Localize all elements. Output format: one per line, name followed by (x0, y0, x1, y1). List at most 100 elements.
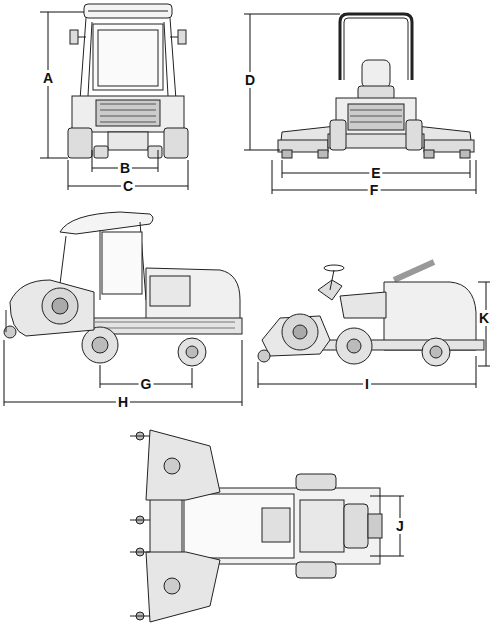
dimension-letter: I (363, 376, 371, 392)
front-view-deck-stroke (424, 150, 434, 158)
top-view-stroke (296, 562, 336, 578)
side-view-deck-stroke (394, 262, 434, 280)
front-view-deck-stroke (318, 150, 328, 158)
top-view-stroke (164, 458, 180, 474)
front-view-cab-stroke (80, 18, 176, 100)
dimension-lines-stroke (282, 160, 283, 178)
front-view-cab-stroke (88, 11, 168, 12)
front-view-cab-stroke (94, 146, 108, 158)
side-view-deck-stroke (282, 314, 318, 350)
top-view-stroke (344, 504, 368, 548)
top-view-stroke (130, 436, 150, 437)
front-view-deck-stroke (350, 110, 402, 122)
dimension-letter: F (368, 182, 381, 198)
top-view-stroke (146, 430, 220, 500)
side-view-deck-stroke (330, 270, 334, 290)
dimension-lines-stroke (40, 12, 84, 13)
side-view-cab-stroke (178, 338, 206, 366)
dimension-letter: K (477, 310, 491, 326)
dimension-lines-stroke (470, 160, 471, 178)
front-view-deck (278, 14, 474, 158)
front-view-cab-stroke (93, 24, 163, 90)
front-view-cab-stroke (100, 104, 156, 122)
dimension-letter: H (116, 394, 130, 410)
side-view-cab-stroke (102, 232, 142, 294)
dimension-letter: D (243, 72, 257, 88)
front-view-deck-stroke (460, 150, 470, 158)
front-view-deck-stroke (330, 120, 346, 150)
top-view-stroke (300, 500, 344, 552)
dimension-letter: C (121, 178, 135, 194)
front-view-cab-stroke (84, 4, 172, 18)
front-view-deck-stroke (282, 150, 292, 158)
dimension-lines-stroke (4, 340, 5, 406)
dimension-letter: G (139, 376, 154, 392)
side-view-cab-stroke (52, 298, 68, 314)
front-view-deck-stroke (336, 98, 416, 138)
side-view-deck-stroke (293, 325, 307, 339)
dimension-lines-stroke (478, 282, 490, 283)
side-view-cab-stroke (150, 276, 190, 306)
front-view-cab-stroke (72, 96, 184, 132)
dimension-lines-stroke (242, 340, 243, 406)
front-view-cab-stroke (178, 30, 186, 44)
dimension-lines-stroke (244, 150, 280, 151)
front-view-cab-stroke (170, 37, 178, 38)
front-view-cab-stroke (148, 146, 162, 158)
top-view-stroke (150, 494, 182, 558)
dimension-letter: E (369, 165, 382, 181)
side-view-deck-stroke (422, 338, 450, 366)
dimension-lines-stroke (476, 160, 477, 194)
side-view-cab-stroke (60, 212, 153, 234)
dimension-lines-stroke (370, 496, 404, 497)
side-view-cab-stroke (82, 327, 118, 363)
side-view-deck-stroke (340, 292, 386, 318)
side-view-cab-stroke (92, 337, 108, 353)
front-view-cab-stroke (98, 30, 158, 86)
front-view-cab-stroke (68, 128, 92, 158)
dimension-letter: B (118, 160, 132, 176)
dimension-lines-stroke (92, 150, 93, 172)
top-view-stroke (368, 514, 382, 538)
side-view-deck-stroke (336, 328, 372, 364)
front-view-cab-stroke (78, 37, 86, 38)
front-view-deck-stroke (406, 120, 422, 150)
side-view-cab-stroke (42, 288, 78, 324)
dimension-lines-stroke (40, 158, 68, 159)
dimension-lines-stroke (244, 14, 340, 15)
side-view-deck-stroke (347, 339, 361, 353)
top-view-stroke (130, 520, 150, 521)
dimension-lines-stroke (370, 556, 404, 557)
front-view-cab-stroke (96, 100, 160, 126)
side-view-cab-stroke (90, 318, 242, 334)
dimension-lines-stroke (158, 150, 159, 172)
side-view-deck-stroke (430, 346, 442, 358)
dimension-lines (4, 12, 490, 556)
side-view-cab-stroke (6, 310, 7, 332)
top-view-stroke (146, 552, 220, 622)
dimension-letter: A (41, 70, 55, 86)
top-view-stroke (296, 474, 336, 490)
front-view-deck-stroke (362, 60, 390, 88)
top-view-stroke (184, 494, 294, 558)
dimension-letter: J (394, 518, 406, 534)
dimension-lines-stroke (192, 368, 193, 388)
top-view (130, 430, 382, 622)
front-view-cab-stroke (70, 30, 78, 44)
dimension-lines-stroke (100, 365, 101, 388)
side-view-cab-stroke (186, 346, 198, 358)
front-view-cab (68, 4, 188, 158)
front-view-cab-stroke (108, 132, 148, 150)
top-view-stroke (130, 616, 150, 617)
top-view-stroke (180, 488, 380, 564)
side-view-cab-stroke (10, 280, 94, 336)
side-view-deck-stroke (258, 350, 270, 362)
side-view-cab-stroke (146, 268, 240, 322)
front-view-deck-stroke (348, 104, 404, 130)
top-view-stroke (164, 578, 180, 594)
dimension-lines-stroke (478, 366, 490, 367)
top-view-stroke (262, 508, 290, 542)
side-view-cab-stroke (95, 322, 235, 328)
